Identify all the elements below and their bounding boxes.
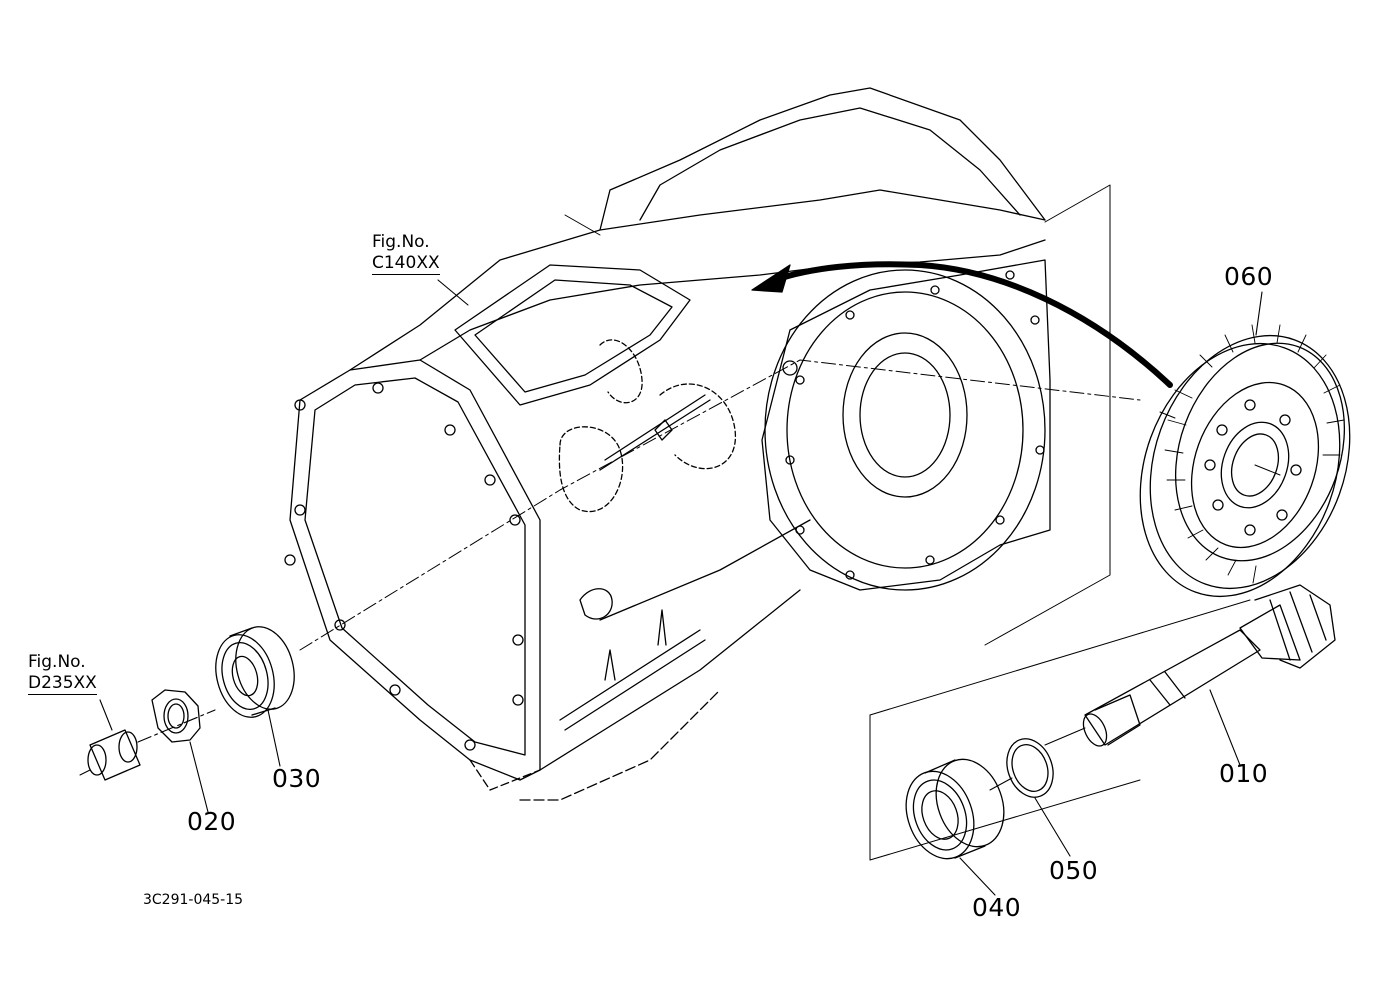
part-label-030: 030: [272, 764, 322, 793]
fig-ref-d235-number: D235XX: [28, 673, 97, 695]
leader-lines: [100, 280, 1262, 895]
part-050-shim: [990, 732, 1061, 803]
sleeve-part: [80, 730, 140, 780]
fig-ref-c140-number: C140XX: [372, 253, 440, 275]
drawing-code: 3C291-045-15: [143, 892, 244, 908]
install-arrow: [752, 264, 1170, 385]
part-040-bearing: [895, 750, 1016, 868]
part-030-bearing: [207, 620, 303, 724]
part-010-pinion-shaft: [1045, 585, 1335, 750]
part-label-010: 010: [1219, 759, 1269, 788]
reference-frame: [870, 185, 1250, 860]
fig-ref-c140: Fig.No. C140XX: [372, 234, 440, 275]
fig-ref-d235: Fig.No. D235XX: [28, 654, 97, 695]
fig-ref-c140-label: Fig.No.: [372, 232, 430, 252]
part-060-ring-gear: [1106, 307, 1380, 624]
part-label-050: 050: [1049, 856, 1099, 885]
part-label-060: 060: [1224, 262, 1274, 291]
part-label-040: 040: [972, 893, 1022, 922]
part-020-nut: [152, 690, 200, 742]
transmission-case: [285, 88, 1140, 800]
part-label-020: 020: [187, 807, 237, 836]
fig-ref-d235-label: Fig.No.: [28, 652, 86, 672]
